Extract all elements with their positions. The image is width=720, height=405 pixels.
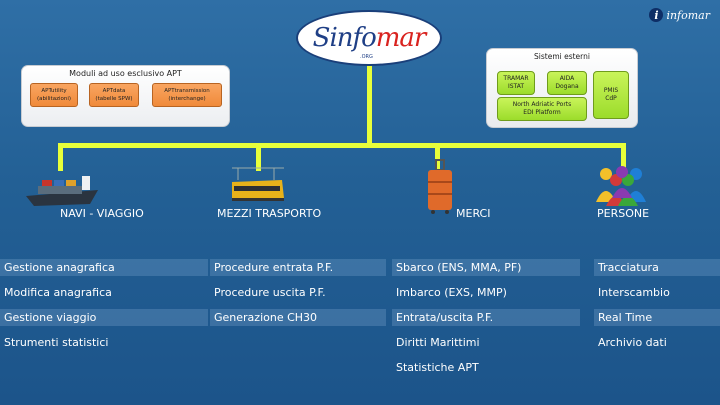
list-item: Entrata/uscita P.F. [392, 309, 580, 326]
category-label-merci: MERCI [456, 207, 491, 220]
category-label-persone: PERSONE [597, 207, 650, 220]
people-icon [596, 166, 646, 206]
list-item: Generazione CH30 [210, 309, 386, 326]
connector-train [256, 143, 261, 171]
apt-modules-panel: Moduli ad uso esclusivo APT APTutility (… [21, 65, 230, 127]
module-aptdata[interactable]: APTdata (tabelle SPW) [89, 83, 139, 107]
connector-cargo [435, 143, 440, 171]
list-item: Modifica anagrafica [4, 286, 112, 299]
category-label-navi: NAVI - VIAGGIO [60, 207, 144, 220]
logo-sub: .ORG [360, 54, 373, 60]
list-item: Real Time [594, 309, 720, 326]
list-item: Statistiche APT [396, 361, 479, 374]
system-north-adriatic-ports[interactable]: North Adriatic Ports EDI Platform [497, 97, 587, 121]
system-pmis[interactable]: PMIS CdP [593, 71, 629, 119]
list-item: Gestione viaggio [0, 309, 208, 326]
list-item: Sbarco (ENS, MMA, PF) [392, 259, 580, 276]
external-systems-panel: Sistemi esterni TRAMAR ISTAT AIDA Dogana… [486, 48, 638, 128]
list-item: Diritti Marittimi [396, 336, 480, 349]
logo-wordmark: Sinfomar [312, 23, 427, 53]
external-systems-title: Sistemi esterni [534, 52, 590, 61]
list-item: Archivio dati [598, 336, 667, 349]
info-icon: i [649, 8, 664, 22]
system-aida[interactable]: AIDA Dogana [547, 71, 587, 95]
list-item: Interscambio [598, 286, 670, 299]
sinfomar-logo: Sinfomar .ORG [296, 10, 442, 66]
infomar-corner-logo: i infomar [649, 8, 710, 22]
ship-icon [26, 176, 98, 206]
luggage-icon [428, 159, 452, 214]
list-item: Strumenti statistici [4, 336, 109, 349]
system-tramar[interactable]: TRAMAR ISTAT [497, 71, 535, 95]
list-item: Imbarco (EXS, MMP) [396, 286, 507, 299]
connector-logo [367, 66, 372, 147]
connector-ships [58, 143, 63, 171]
train-icon [232, 167, 284, 201]
list-item: Procedure uscita P.F. [214, 286, 326, 299]
apt-modules-title: Moduli ad uso esclusivo APT [69, 69, 182, 78]
module-apttransmission[interactable]: APTtransmission (interchange) [152, 83, 222, 107]
module-aptutility[interactable]: APTutility (abilitazioni) [30, 83, 78, 107]
list-item: Tracciatura [594, 259, 720, 276]
list-item: Gestione anagrafica [0, 259, 208, 276]
list-item: Procedure entrata P.F. [210, 259, 386, 276]
corner-logo-text: infomar [666, 8, 710, 22]
connector-bus [58, 143, 626, 148]
connector-people [621, 143, 626, 171]
category-label-mezzi: MEZZI TRASPORTO [217, 207, 322, 220]
